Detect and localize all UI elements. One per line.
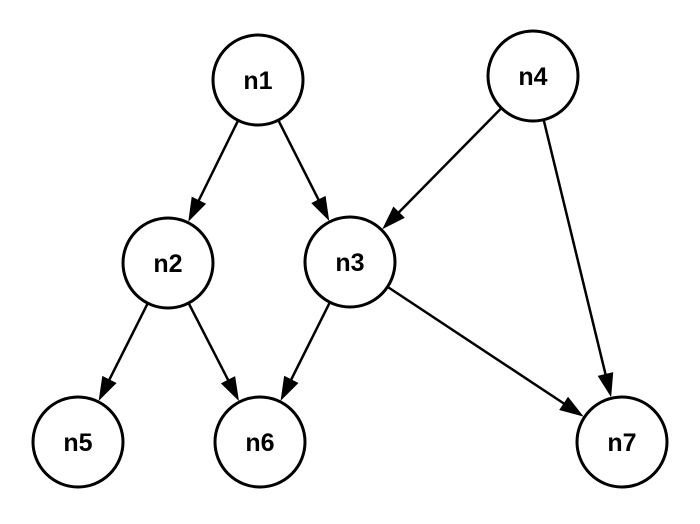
arrowhead-icon	[559, 396, 584, 417]
node-circle-n1[interactable]	[211, 33, 305, 127]
arrowhead-icon	[311, 195, 330, 221]
graph-node-n7[interactable]: n7	[575, 395, 669, 489]
graph-node-n1[interactable]: n1	[211, 33, 305, 127]
edge-line	[187, 303, 231, 383]
node-label-n2: n2	[153, 250, 182, 278]
graph-edge-n2-to-n5	[98, 303, 149, 401]
arrowhead-icon	[188, 196, 207, 222]
node-circle-n4[interactable]	[486, 29, 580, 123]
arrowhead-icon	[382, 206, 405, 230]
arrowhead-icon	[220, 376, 239, 402]
edge-line	[542, 120, 608, 378]
node-layer: n1 n2 n3 n4 n5 n6 n7	[31, 29, 669, 489]
node-label-n3: n3	[335, 249, 364, 277]
node-circle-n7[interactable]	[575, 395, 669, 489]
graph-edge-n3-to-n6	[280, 302, 331, 401]
node-label-n4: n4	[518, 63, 547, 91]
node-circle-n6[interactable]	[213, 395, 307, 489]
edge-line	[396, 107, 502, 216]
graph-node-n4[interactable]: n4	[486, 29, 580, 123]
node-label-n6: n6	[245, 429, 274, 457]
node-label-n1: n1	[243, 67, 272, 95]
edge-line	[288, 302, 331, 383]
graph-node-n2[interactable]: n2	[121, 216, 215, 310]
graph-edge-n4-to-n7	[542, 120, 614, 398]
graph-edge-n1-to-n3	[277, 120, 330, 221]
graph-node-n3[interactable]: n3	[303, 215, 397, 309]
graph-edge-n3-to-n7	[387, 286, 584, 417]
node-circle-n2[interactable]	[121, 216, 215, 310]
node-circle-n3[interactable]	[303, 215, 397, 309]
node-circle-n5[interactable]	[31, 395, 125, 489]
arrowhead-icon	[98, 375, 117, 401]
graph-edge-n4-to-n3	[382, 107, 502, 230]
edge-line	[106, 303, 149, 383]
graph-node-n6[interactable]: n6	[213, 395, 307, 489]
edge-line	[196, 120, 239, 204]
arrowhead-icon	[597, 372, 614, 398]
node-label-n5: n5	[63, 429, 92, 457]
edge-layer	[98, 107, 614, 417]
node-label-n7: n7	[607, 429, 636, 457]
graph-edge-n1-to-n2	[188, 120, 239, 222]
edge-line	[387, 286, 567, 407]
graph-edge-n2-to-n6	[187, 303, 239, 402]
graph-node-n5[interactable]: n5	[31, 395, 125, 489]
arrowhead-icon	[280, 375, 299, 401]
edge-line	[277, 120, 321, 203]
